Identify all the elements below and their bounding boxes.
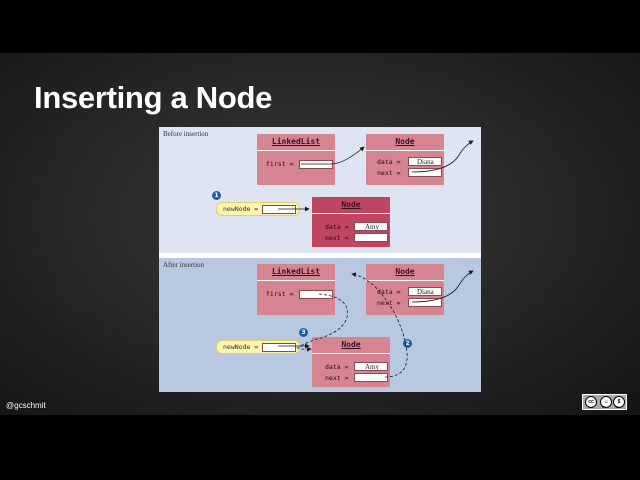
step-2-badge: 2 [403, 339, 412, 348]
after-new-next-slot [354, 373, 388, 382]
before-existing-next-slot [408, 168, 442, 177]
before-label: Before insertion [163, 130, 209, 138]
after-linkedlist-title: LinkedList [257, 264, 335, 281]
panel-divider [159, 253, 481, 258]
before-newnode-variable: newNode = [216, 202, 300, 216]
cc-by-tag: BY [602, 405, 607, 409]
before-new-data-slot: Amy [354, 222, 388, 231]
nc-noncommercial-icon: $ [613, 396, 625, 408]
before-new-node-box: Node data = Amy next = [312, 197, 390, 247]
linked-list-figure: Before insertion After insertion LinkedL… [159, 127, 481, 392]
after-first-dashed-arrow-tip [296, 346, 312, 352]
after-next-arrow [411, 270, 474, 303]
before-new-next-slot [354, 233, 388, 242]
before-existing-node-title: Node [366, 134, 444, 151]
after-new-node-title: Node [312, 337, 390, 354]
before-new-data-value: Amy [365, 223, 379, 231]
after-linkedlist-box: LinkedList first = [257, 264, 335, 315]
author-handle: @gcschmit [6, 401, 46, 410]
after-new-next-label: next = [325, 374, 349, 382]
after-newnode-label: newNode = [223, 343, 259, 351]
after-existing-data-slot: Diana [408, 287, 442, 296]
before-newnode-slot [262, 205, 296, 214]
before-first-slot [299, 160, 333, 169]
before-existing-data-value: Diana [417, 158, 434, 166]
before-existing-data-slot: Diana [408, 157, 442, 166]
step-1-badge: 1 [212, 191, 221, 200]
after-new-data-slot: Amy [354, 362, 388, 371]
before-existing-data-label: data = [377, 158, 401, 166]
before-next-arrow [411, 140, 474, 173]
after-existing-data-value: Diana [417, 288, 434, 296]
before-new-node-title: Node [312, 197, 390, 214]
cc-license-badge: cc ☺ $ BY NC [582, 394, 627, 410]
after-first-dashed-arrow [298, 293, 348, 348]
before-newnode-label: newNode = [223, 205, 259, 213]
before-new-next-label: next = [325, 234, 349, 242]
after-newnode-variable: newNode = [216, 340, 300, 354]
after-new-data-value: Amy [365, 363, 379, 371]
after-new-node-box: Node data = Amy next = [312, 337, 390, 387]
cc-logo-icon: cc [585, 396, 597, 408]
after-first-label: first = [266, 290, 294, 298]
before-new-data-label: data = [325, 223, 349, 231]
after-existing-node-title: Node [366, 264, 444, 281]
before-existing-next-label: next = [377, 169, 401, 177]
before-existing-node-box: Node data = Diana next = [366, 134, 444, 185]
before-first-arrow [301, 146, 365, 165]
after-existing-node-box: Node data = Diana next = [366, 264, 444, 315]
before-linkedlist-title: LinkedList [257, 134, 335, 151]
after-existing-next-slot [408, 298, 442, 307]
after-first-slot [299, 290, 333, 299]
pointer-arrows [278, 140, 474, 378]
cc-nc-tag: NC [615, 405, 620, 409]
after-label: After insertion [163, 261, 205, 269]
before-first-label: first = [266, 160, 294, 168]
step-3-badge: 3 [299, 328, 308, 337]
after-amy-next-dashed-arrow [351, 272, 408, 378]
slide-title: Inserting a Node [34, 80, 273, 115]
after-newnode-slot [262, 343, 296, 352]
before-linkedlist-box: LinkedList first = [257, 134, 335, 185]
after-existing-data-label: data = [377, 288, 401, 296]
after-new-data-label: data = [325, 363, 349, 371]
by-attribution-icon: ☺ [600, 396, 612, 408]
